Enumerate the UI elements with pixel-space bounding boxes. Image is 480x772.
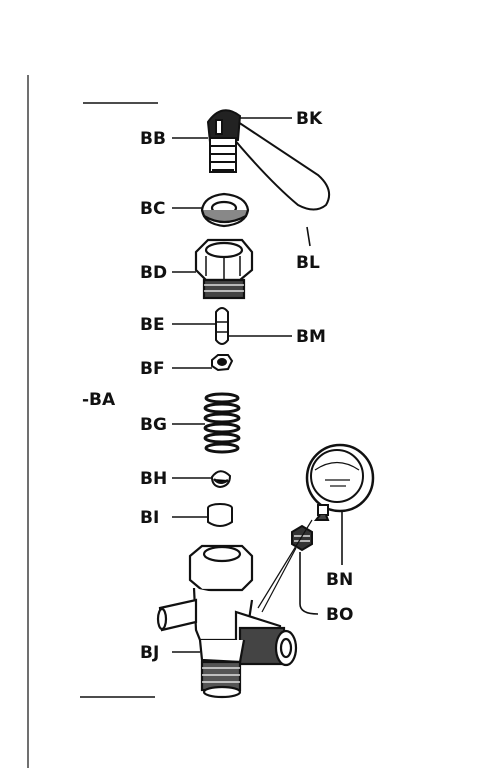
label-be: BE: [140, 315, 165, 335]
label-bm: BM: [296, 327, 326, 347]
fitting-leader: [261, 547, 297, 613]
label-bj: BJ: [140, 643, 159, 663]
label-bb: BB: [140, 129, 166, 149]
hex-bonnet-part: [194, 238, 254, 300]
seat-cup-part: [207, 503, 233, 527]
spring-part: [203, 392, 241, 454]
label-bf: BF: [140, 359, 165, 379]
label-bg: BG: [140, 415, 167, 435]
lock-nut-part: [200, 192, 250, 228]
adapter-fitting-part: [291, 524, 313, 552]
gauge-leader: [257, 519, 313, 609]
label-bl: BL: [296, 253, 320, 273]
label-bk: BK: [296, 109, 323, 129]
label-bo: BO: [326, 605, 353, 625]
label-bc: BC: [140, 199, 165, 219]
pressure-gauge-part: [305, 443, 375, 521]
label-bn: BN: [326, 570, 353, 590]
valve-stem-handle-part: [206, 109, 331, 211]
label-bh: BH: [140, 469, 167, 489]
label-bi: BI: [140, 508, 159, 528]
valve-body-part: [156, 544, 298, 699]
label-bd: BD: [140, 263, 167, 283]
label-ba: -BA: [82, 390, 116, 410]
ball-part: [210, 470, 232, 489]
washer-part: [211, 354, 234, 372]
lever-handle: [226, 116, 331, 211]
callout-lines: [172, 117, 343, 653]
stem-pin-part: [215, 307, 229, 345]
